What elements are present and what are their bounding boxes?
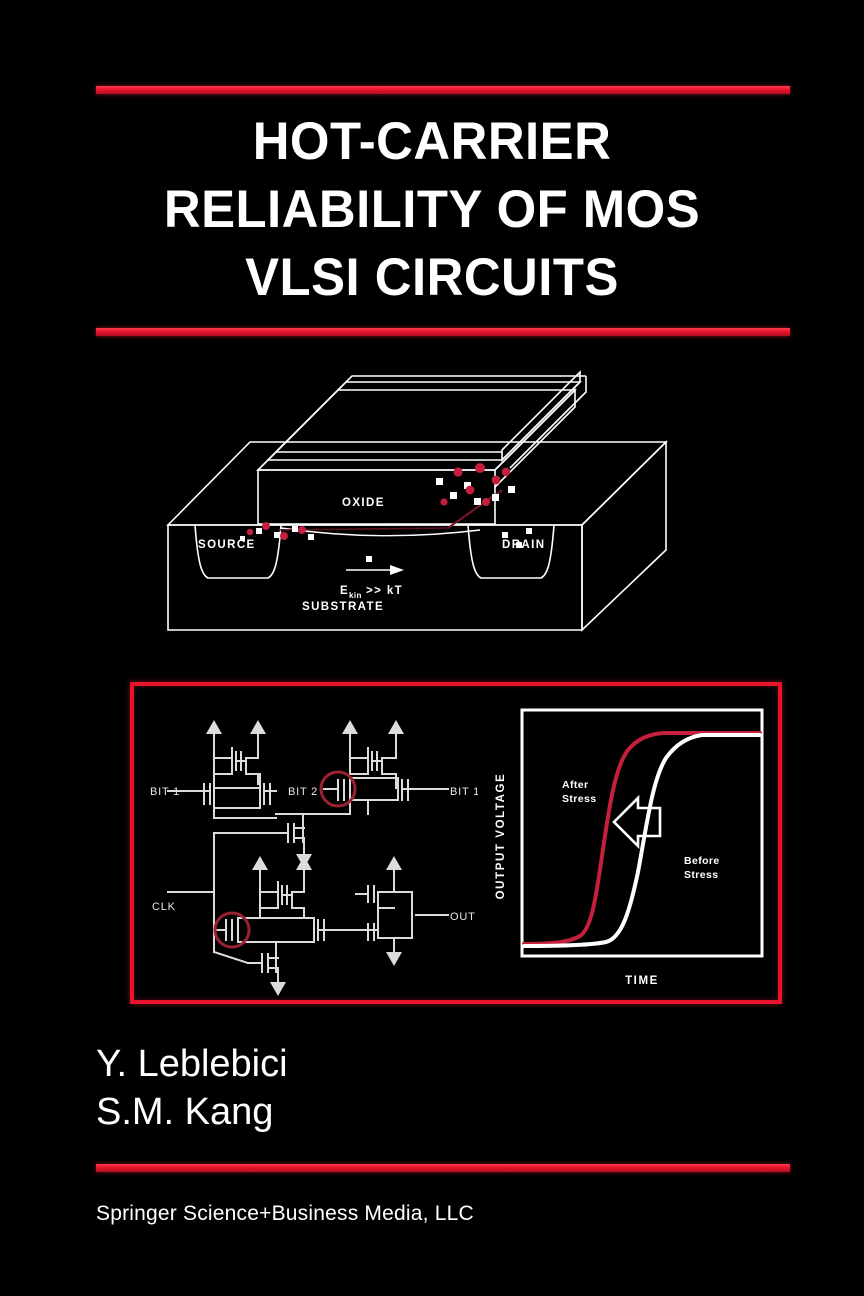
chart-x-axis-label: TIME xyxy=(625,975,659,987)
substrate-right-face xyxy=(581,440,667,632)
author-name-2: S.M. Kang xyxy=(96,1091,274,1133)
circuit-label-bit1-left: BIT 1 xyxy=(150,786,180,798)
red-rule-middle xyxy=(96,328,790,336)
chart-series-before-stress xyxy=(522,733,762,948)
chart-y-axis-label: OUTPUT VOLTAGE xyxy=(495,773,507,900)
author-name-1: Y. Leblebici xyxy=(96,1043,288,1085)
channel-line xyxy=(280,527,481,537)
field-arrow-icon xyxy=(346,565,404,575)
circuit-label-bit2: BIT 2 xyxy=(288,786,318,798)
chart-annotation-before-stress-line1: Before xyxy=(684,855,720,867)
energy-subscript: kin xyxy=(349,591,362,600)
chart-plot-frame xyxy=(520,708,764,958)
hot-spot-highlight xyxy=(213,770,357,949)
drain-well xyxy=(467,524,555,579)
red-rule-top xyxy=(96,86,790,94)
circuit-label-bit1-right: BIT 1 xyxy=(450,786,478,798)
author-block: Y. Leblebici S.M. Kang xyxy=(96,1040,596,1136)
substrate-top-face xyxy=(166,441,668,526)
electron-particles xyxy=(240,478,532,562)
drain-label: DRAIN xyxy=(502,539,545,551)
hole-particles xyxy=(246,463,511,540)
energy-condition-label: E kin >> kT xyxy=(340,585,403,600)
gate-upper-edge xyxy=(275,375,586,453)
substrate-label: SUBSTRATE xyxy=(302,601,384,613)
stress-shift-chart: After Stress Before Stress OUTPUT VOLTAG… xyxy=(474,696,774,996)
chart-series-after-stress xyxy=(522,731,762,946)
energy-symbol: E xyxy=(340,585,349,597)
mosfet-svg: OXIDE SOURCE DRAIN SUBSTRATE E kin >> kT xyxy=(166,370,668,632)
title-line-3: VLSI CIRCUITS xyxy=(245,248,619,307)
publisher-name: Springer Science+Business Media, LLC xyxy=(96,1202,474,1225)
circuit-label-out: OUT xyxy=(450,911,476,923)
oxide-label: OXIDE xyxy=(342,497,385,509)
page-title: HOT-CARRIER RELIABILITY OF MOS VLSI CIRC… xyxy=(0,108,864,312)
energy-comparison: >> kT xyxy=(366,585,403,597)
chart-annotation-after-stress-line2: Stress xyxy=(562,793,597,805)
red-rule-bottom xyxy=(96,1164,790,1172)
title-line-2: RELIABILITY OF MOS xyxy=(163,180,701,239)
oxide-top-face xyxy=(256,389,577,471)
gate-edge-face xyxy=(501,370,581,462)
mosfet-cross-section-figure: OXIDE SOURCE DRAIN SUBSTRATE E kin >> kT xyxy=(150,360,760,660)
source-well xyxy=(194,524,282,579)
gnd-arrow-icon xyxy=(296,854,312,868)
chart-annotation-before-stress-line2: Stress xyxy=(684,869,719,881)
circuit-label-clk: CLK xyxy=(152,901,176,913)
gate-right-edge xyxy=(509,376,587,469)
chart-svg: After Stress Before Stress OUTPUT VOLTAG… xyxy=(495,708,764,987)
vdd-arrow-icon xyxy=(206,720,404,870)
chart-annotation-after-stress-line1: After xyxy=(562,779,589,791)
oxide-right-face xyxy=(494,388,576,488)
title-line-1: HOT-CARRIER xyxy=(252,112,612,171)
shift-arrow-left-icon xyxy=(612,794,662,850)
circuit-svg: BIT 1 BIT 2 BIT 1 CLK OUT xyxy=(150,720,479,996)
circuit-schematic-figure: BIT 1 BIT 2 BIT 1 CLK OUT xyxy=(148,696,479,996)
source-label: SOURCE xyxy=(198,539,256,551)
bottom-figure-panel: BIT 1 BIT 2 BIT 1 CLK OUT xyxy=(130,682,782,1004)
